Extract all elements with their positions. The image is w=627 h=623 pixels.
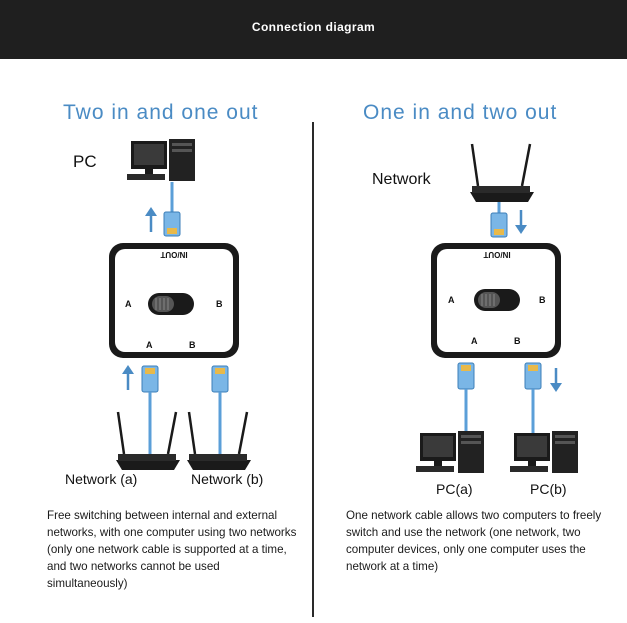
pc-b-label: PC(b) [530,481,567,497]
switch-side-a: A [448,295,455,305]
network-b-label: Network (b) [191,471,264,487]
header-title: Connection diagram [251,20,376,34]
computer-icon [416,431,484,473]
right-network-label: Network [372,171,431,188]
switch-inout-label: IN/OUT [483,250,510,259]
left-pc-label: PC [73,152,97,171]
router-icon [116,411,180,470]
switch-port-a: A [146,340,153,350]
ethernet-plug-icon [524,362,542,390]
router-icon [187,411,251,470]
left-description: Free switching between internal and exte… [47,509,297,590]
network-a-label: Network (a) [65,471,138,487]
switch-inout-label: IN/OUT [160,250,187,259]
arrow-down-icon [515,210,527,234]
ethernet-plug-icon [490,212,508,238]
ethernet-plug-icon [163,211,181,237]
switch-port-b: B [189,340,196,350]
pc-a-label: PC(a) [436,481,473,497]
switch-box-icon: IN/OUT A B A B [109,243,239,358]
section-divider [312,122,314,617]
right-section-title: One in and two out [363,101,558,124]
switch-side-b: B [216,299,223,309]
arrow-up-icon [145,207,157,232]
computer-icon [127,139,195,181]
left-section-title: Two in and one out [63,101,259,124]
switch-side-a: A [125,299,132,309]
switch-side-b: B [539,295,546,305]
computer-icon [510,431,578,473]
right-description: One network cable allows two computers t… [346,509,602,573]
switch-port-a: A [471,336,478,346]
ethernet-plug-icon [457,362,475,390]
header-bar: Connection diagram [0,0,627,59]
switch-port-b: B [514,336,521,346]
router-icon [470,143,534,202]
arrow-down-icon [550,368,562,392]
switch-box-icon: IN/OUT A B A B [431,243,561,358]
arrow-up-icon [122,365,134,390]
